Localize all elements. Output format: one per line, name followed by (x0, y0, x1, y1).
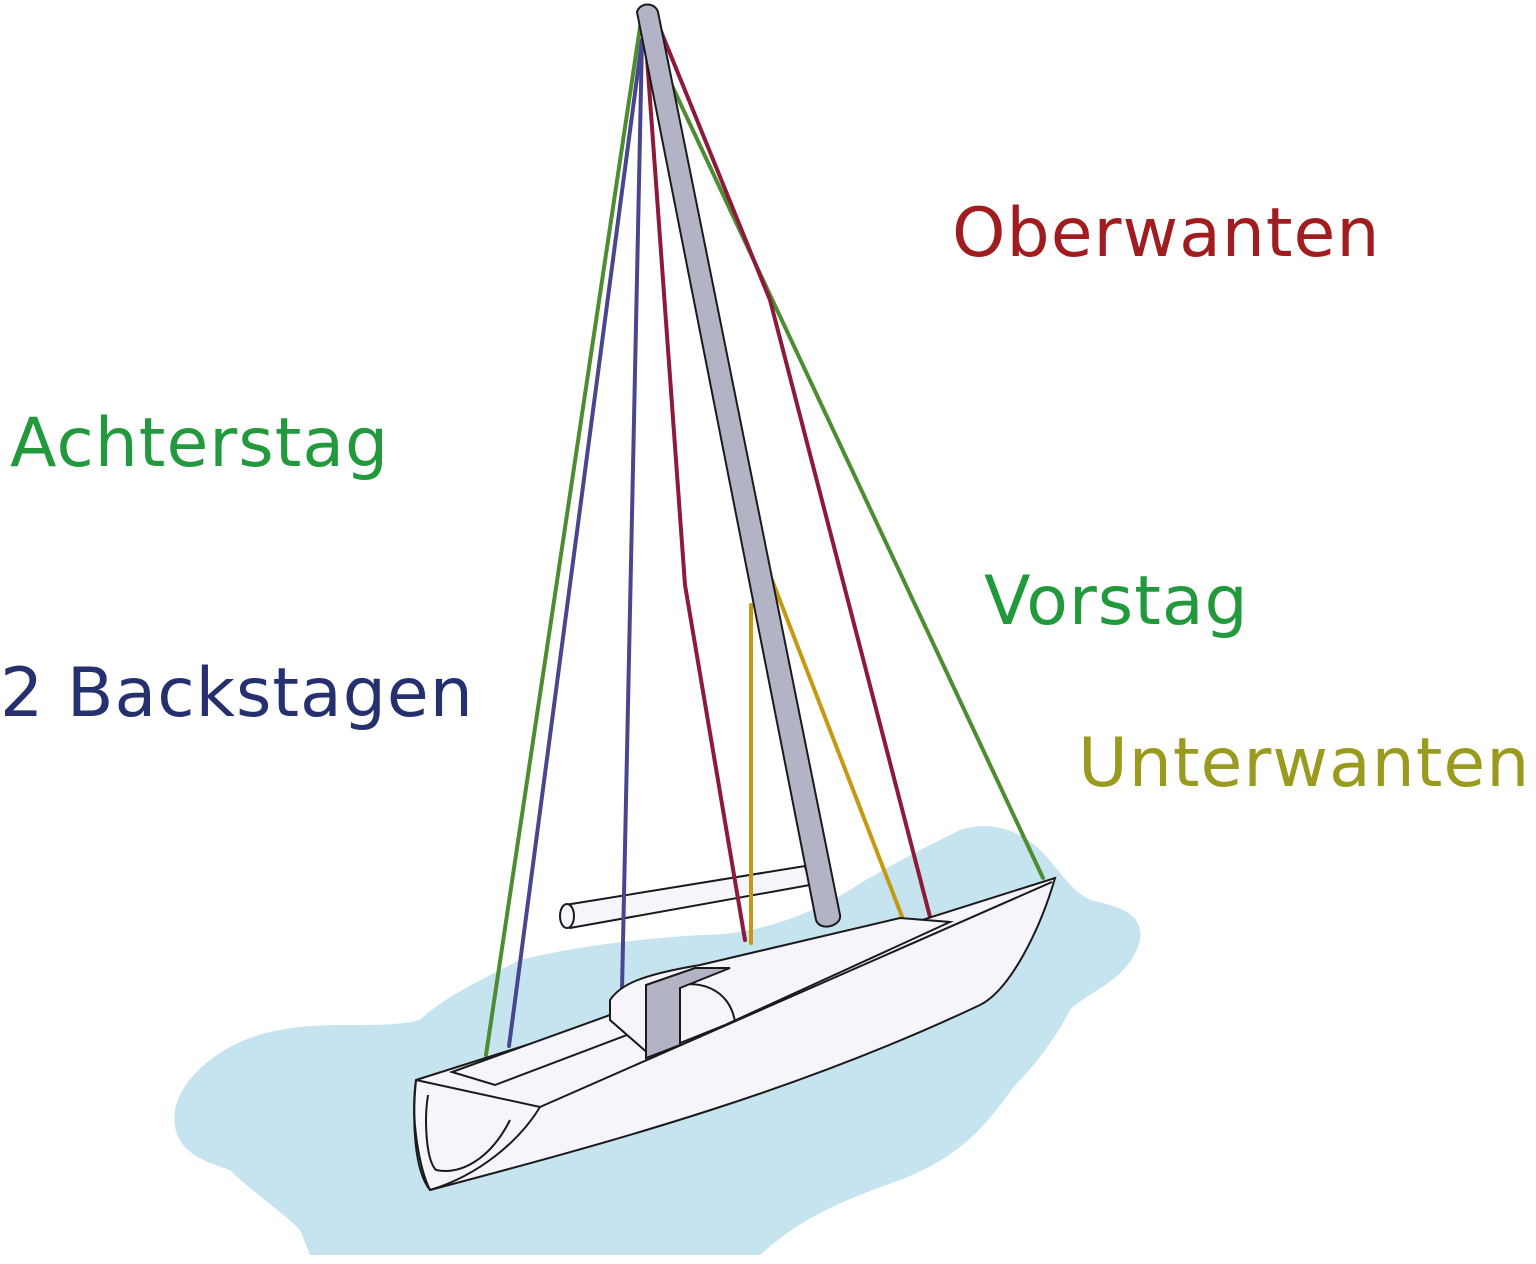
achterstag-line (484, 12, 644, 1057)
backstag-line-2 (620, 38, 644, 992)
label-achterstag: Achterstag (10, 404, 390, 483)
label-unterwanten: Unterwanten (1078, 724, 1531, 803)
label-backstagen: 2 Backstagen (0, 654, 474, 733)
oberwante-line-1 (643, 28, 747, 942)
rigging-lines (484, 12, 1045, 1057)
vorstag-line (658, 58, 1045, 880)
label-oberwanten: Oberwanten (952, 194, 1381, 273)
oberwante-line-2 (652, 12, 938, 942)
hull (413, 876, 1057, 1192)
mast (635, 3, 842, 928)
boom (559, 864, 812, 930)
unterwante-line-2 (770, 578, 920, 960)
backstag-line-1 (507, 38, 644, 1048)
label-vorstag: Vorstag (984, 562, 1249, 641)
